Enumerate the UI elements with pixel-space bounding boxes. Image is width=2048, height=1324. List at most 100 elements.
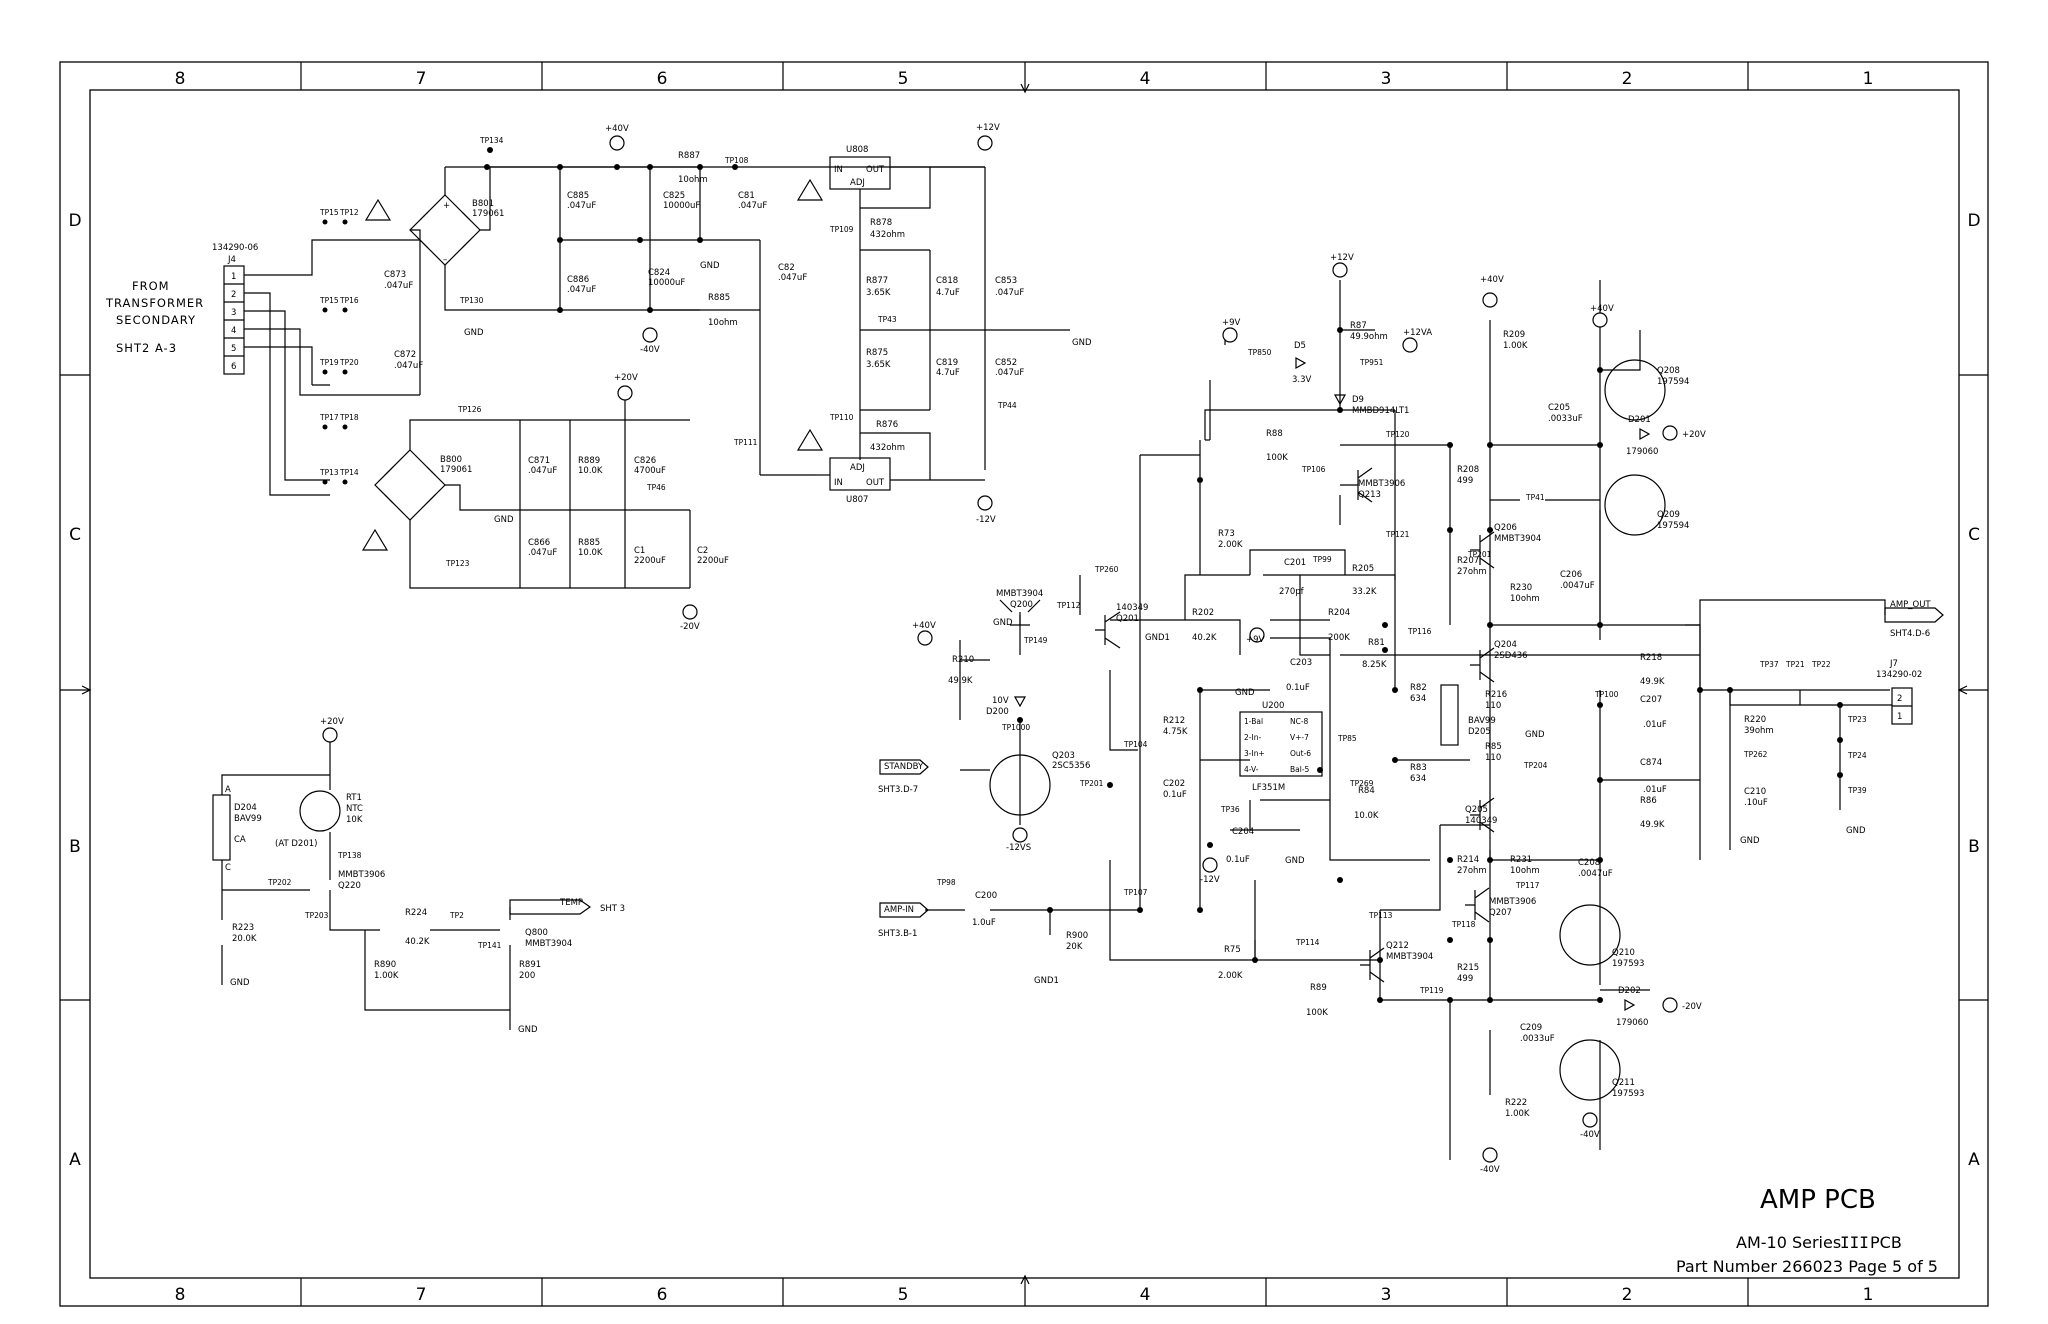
r83-ref: R83 — [1410, 763, 1427, 773]
r887-ref: R887 — [678, 151, 700, 161]
r82-value: 634 — [1410, 694, 1426, 704]
r891-ref: R891 — [519, 960, 541, 970]
rt1-value: 10K — [346, 815, 363, 825]
q210-ref: Q210 — [1612, 948, 1635, 958]
c871-ref: C871 — [528, 456, 550, 466]
tp24-label: TP24 — [1847, 751, 1867, 760]
rail-p40-symbol — [609, 135, 625, 151]
svg-text:+: + — [443, 201, 450, 211]
note-line-2: TRANSFORMER — [105, 296, 204, 310]
r202-value: 40.2K — [1192, 633, 1217, 643]
r81-ref: R81 — [1368, 638, 1385, 648]
r83-value: 634 — [1410, 774, 1426, 784]
tp204-label: TP204 — [1523, 761, 1548, 770]
tp106-label: TP106 — [1301, 465, 1326, 474]
amp-p9-label: +9V — [1222, 318, 1241, 328]
q209-part: 197594 — [1657, 521, 1689, 531]
thermal-wires — [221, 742, 511, 1030]
pos-supply-junctions — [484, 164, 738, 313]
rail-p20-label: +20V — [614, 373, 638, 383]
j4-pin-5: 5 — [231, 344, 236, 354]
c2-value: 2200uF — [697, 556, 729, 566]
rail-p20-symbol — [617, 385, 633, 401]
q209-body — [1604, 474, 1666, 536]
d200-ref: D200 — [986, 707, 1009, 717]
r891-value: 200 — [519, 971, 535, 981]
r84-value: 10.0K — [1354, 811, 1379, 821]
r889-ref: R889 — [578, 456, 600, 466]
tp46-label: TP46 — [646, 483, 666, 492]
r212-ref: R212 — [1163, 716, 1185, 726]
r885b-value: 10.0K — [578, 548, 603, 558]
tp121-label: TP121 — [1385, 530, 1410, 539]
j7-ref: J7 — [1889, 659, 1898, 669]
r222-ref: R222 — [1505, 1098, 1527, 1108]
tp100-label: TP100 — [1594, 690, 1619, 699]
r87-ref: R87 — [1350, 321, 1367, 331]
tp43-label: TP43 — [877, 315, 897, 324]
zone-col-2-bottom: 2 — [1622, 1285, 1633, 1305]
u200-pin2: 2-In- — [1244, 733, 1261, 742]
amp-out-flag: AMP_OUT SHT4.D-6 — [1884, 600, 1944, 639]
c200-ref: C200 — [975, 891, 997, 901]
thermal-gnd-1: GND — [230, 978, 250, 988]
rail-p40-label: +40V — [605, 124, 629, 134]
u200-pin7: V+-7 — [1290, 733, 1309, 742]
c826-value: 4700uF — [634, 466, 666, 476]
tp21-label: TP21 — [1785, 660, 1805, 669]
r75-value: 2.00K — [1218, 971, 1243, 981]
u808-out: OUT — [866, 165, 885, 175]
transistor-labels: MMBT3904 Q200 140349 Q201 Q203 2SC5356 M… — [996, 366, 1689, 1099]
transistor-symbols — [989, 359, 1666, 1101]
r877-ref: R877 — [866, 276, 888, 286]
d204-ref: D204 — [234, 803, 257, 813]
zone-row-b-left: B — [69, 837, 81, 857]
amp-p40b-label: +40V — [1480, 275, 1504, 285]
r215-ref: R215 — [1457, 963, 1479, 973]
amp-gnd-label-f: GND — [1846, 826, 1866, 836]
zone-col-6-bottom: 6 — [657, 1285, 668, 1305]
tp113-label: TP113 — [1368, 911, 1393, 920]
tp138-label: TP138 — [337, 851, 362, 860]
c886-value: .047uF — [567, 285, 596, 295]
amp-p9b-label: +9V — [1246, 635, 1265, 645]
c201-value: 270pf — [1279, 587, 1305, 597]
tp111-label: TP111 — [733, 438, 758, 447]
q800-ref: Q800 — [525, 928, 548, 938]
tp22-label: TP22 — [1811, 660, 1831, 669]
r900-ref: R900 — [1066, 931, 1088, 941]
d204-part: BAV99 — [234, 814, 262, 824]
d5-value: 3.3V — [1292, 375, 1312, 385]
c207-value: .01uF — [1643, 720, 1667, 730]
amp-gnd1-label-a: GND1 — [1145, 633, 1170, 643]
r207-ref: R207 — [1457, 556, 1479, 566]
amp-p12a-label: +12VA — [1403, 328, 1432, 338]
u807-adj: ADJ — [850, 463, 865, 473]
rt1-note: (AT D201) — [275, 839, 317, 849]
temp-flag-label: TEMP — [559, 898, 583, 908]
r84-ref: R84 — [1358, 786, 1375, 796]
u200-pin6: Out-6 — [1290, 749, 1311, 758]
c852-ref: C852 — [995, 358, 1017, 368]
warning-icon — [364, 198, 392, 221]
u200-pin1: 1-Bal — [1244, 717, 1263, 726]
r202-ref: R202 — [1192, 608, 1214, 618]
u200-pin3: 3-In+ — [1244, 749, 1265, 758]
standby-input-flag: STANDBY SHT3.D-7 — [878, 759, 929, 795]
zone-col-8: 8 — [175, 69, 186, 89]
q220-part: MMBT3906 — [338, 870, 385, 880]
u200-pin4: 4-V- — [1244, 765, 1259, 774]
amp-gnd-label-c: GND — [1525, 730, 1545, 740]
u200-pin8: NC-8 — [1290, 717, 1309, 726]
diode-labels: 10V D200 D5 3.3V D9 MMBD914LT1 D201 1790… — [986, 341, 1658, 1028]
amp-out-ref: SHT4.D-6 — [1890, 629, 1930, 639]
tp130-label: TP130 — [459, 296, 484, 305]
d9-value: MMBD914LT1 — [1352, 406, 1409, 416]
c874-value: .01uF — [1643, 785, 1667, 795]
r210-value: 49.9K — [948, 676, 973, 686]
c852-value: .047uF — [995, 368, 1024, 378]
u807-ref: U807 — [846, 495, 868, 505]
temp-flag-ref: SHT 3 — [600, 904, 625, 914]
zone-col-7-bottom: 7 — [416, 1285, 427, 1305]
c205-value: .0033uF — [1548, 414, 1583, 424]
